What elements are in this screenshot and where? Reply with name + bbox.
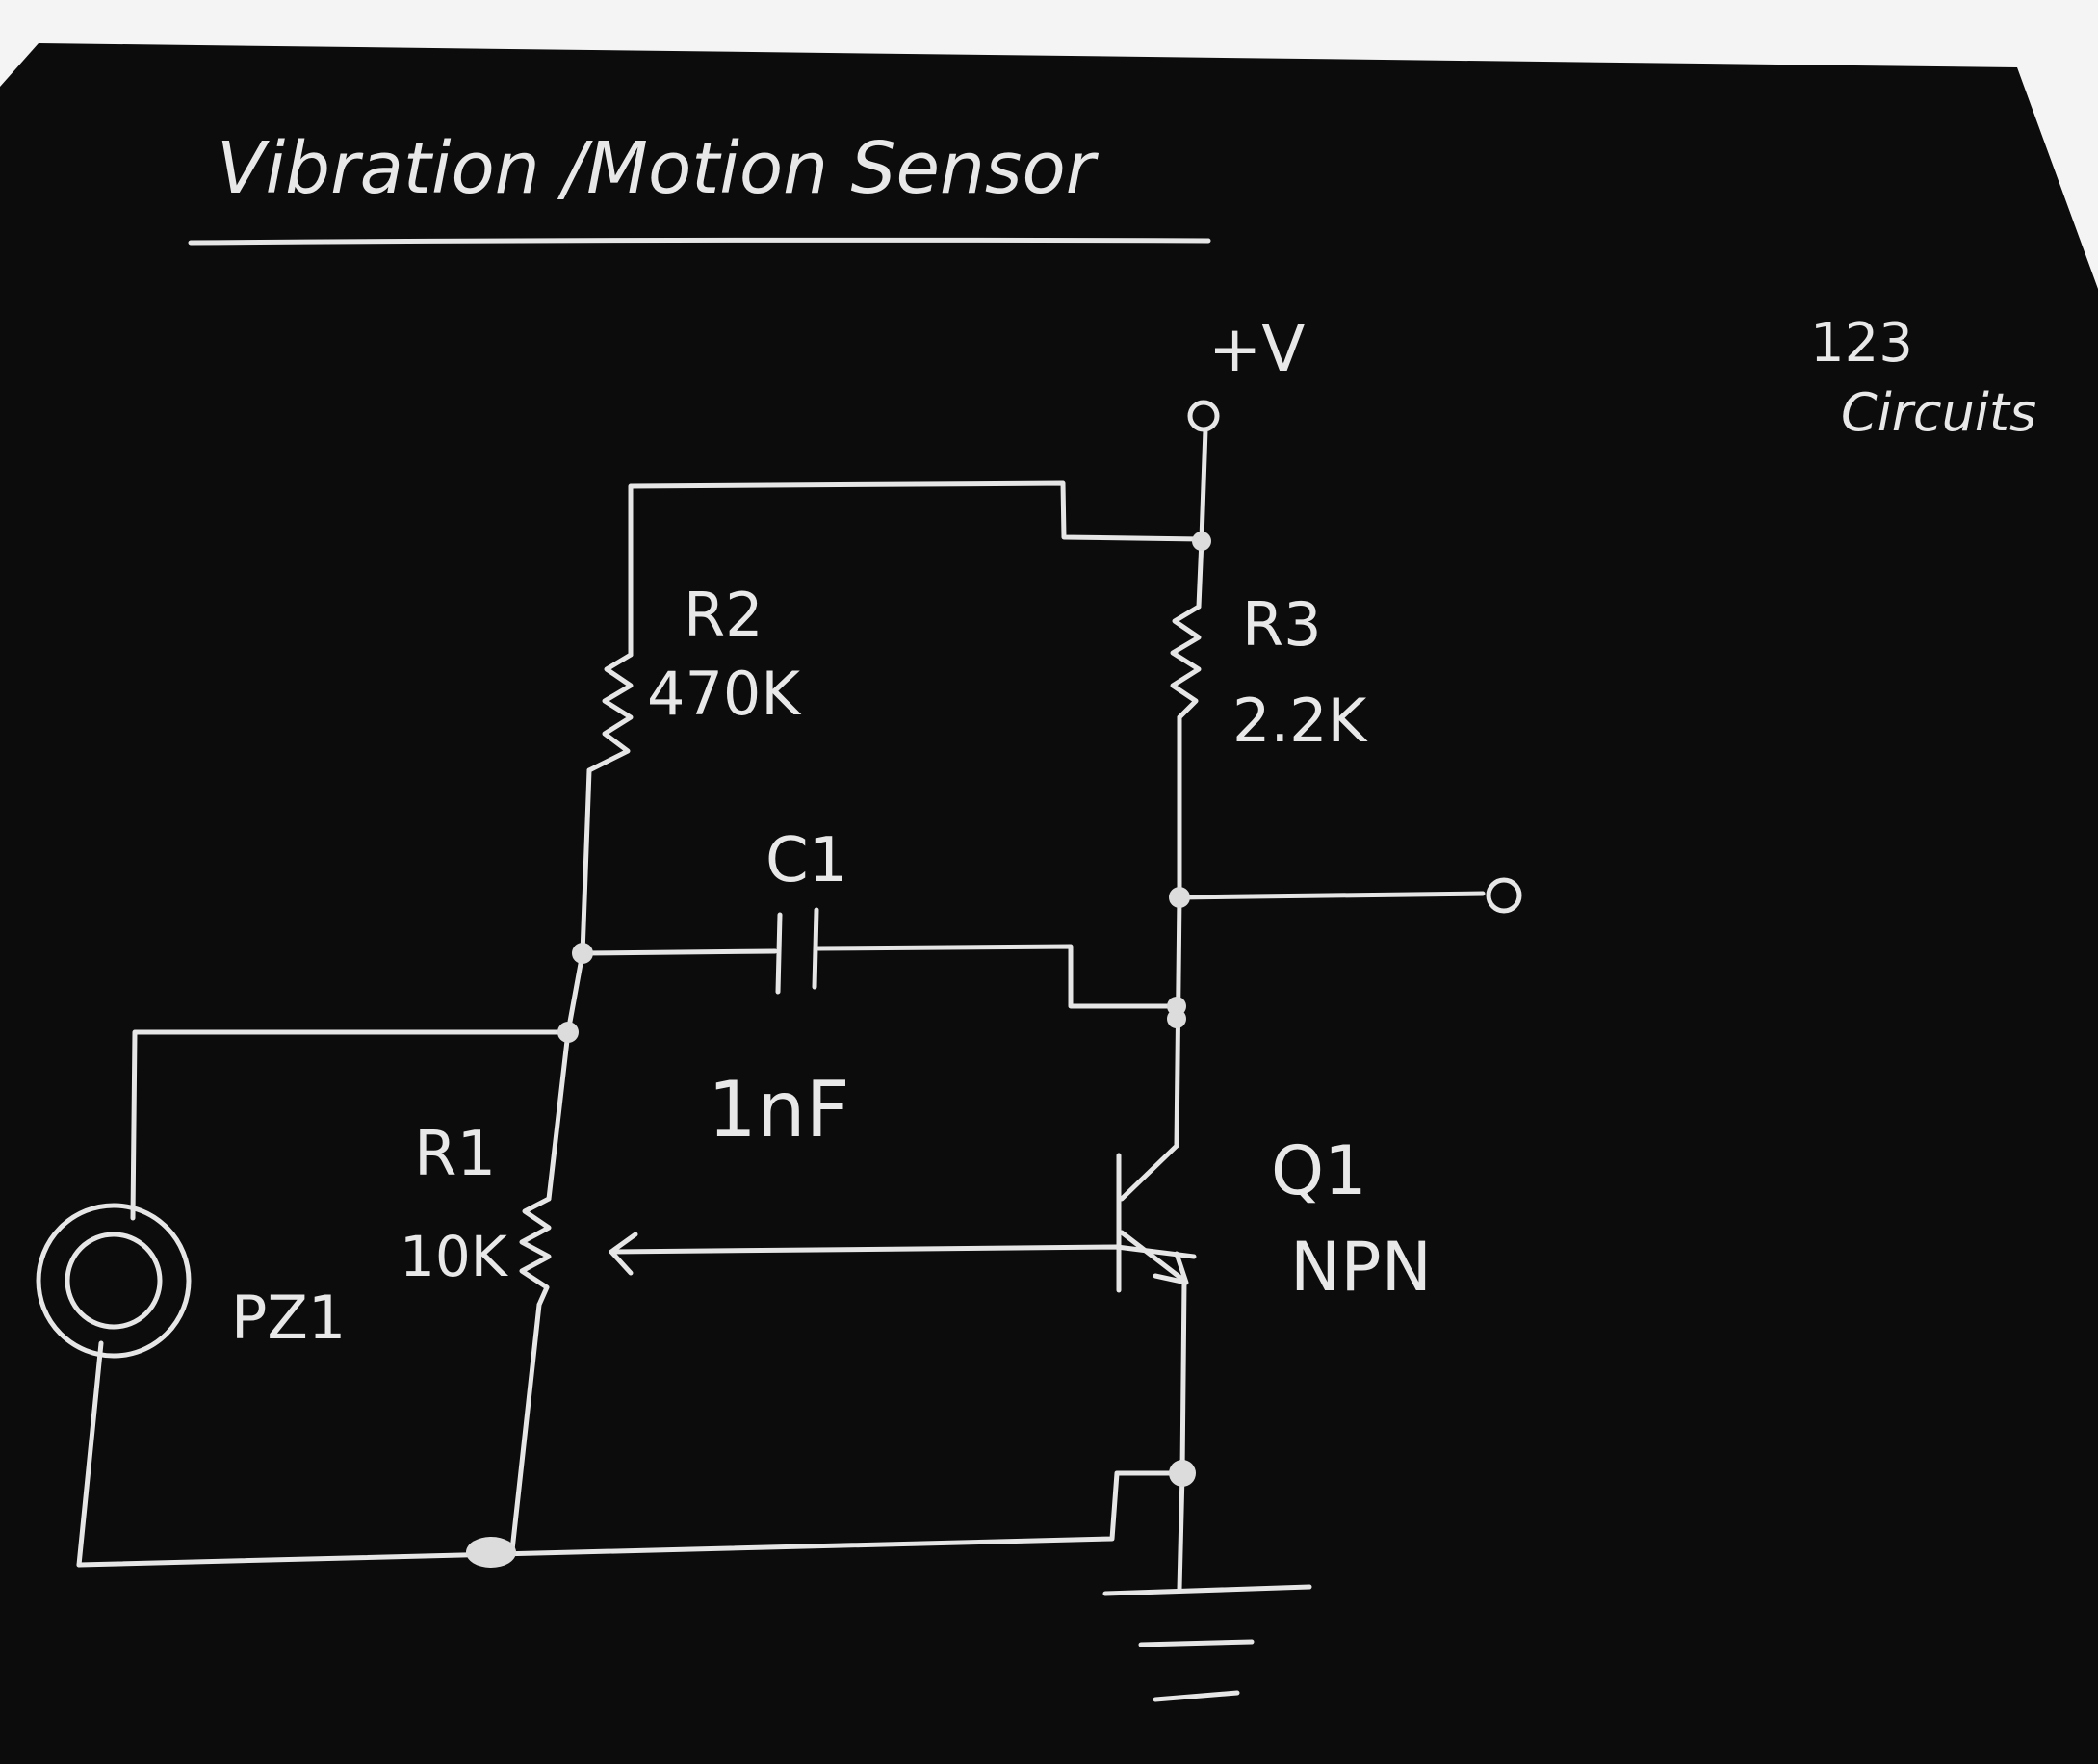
wire-ground-rail xyxy=(76,1470,1185,1568)
r2-value: 470K xyxy=(647,659,801,729)
output-terminal xyxy=(1486,877,1522,914)
pz1-inner-disc xyxy=(65,1232,163,1330)
q1-transistor-symbol xyxy=(1116,1143,1189,1293)
wires xyxy=(76,427,1522,1592)
pz1-outer-ring xyxy=(36,1203,192,1359)
wire-c1-left xyxy=(580,948,778,956)
supply-label: +V xyxy=(1208,312,1305,386)
q1-name: Q1 xyxy=(1271,1131,1367,1210)
wire-supply-down xyxy=(1199,427,1208,542)
r2-resistor-symbol xyxy=(586,652,634,773)
chalkboard xyxy=(0,43,2098,1764)
wire-r1-bottom xyxy=(509,1302,542,1553)
wire-c1-right xyxy=(816,944,1179,1009)
c1-name: C1 xyxy=(765,825,847,896)
wire-output xyxy=(1177,891,1486,900)
c1-capacitor-symbol xyxy=(775,907,819,995)
wire-wiper-arrow xyxy=(609,1232,638,1276)
title: Vibration /Motion Sensor xyxy=(217,127,1100,210)
wire-r1-top xyxy=(546,1029,571,1202)
wire-pz-bottom xyxy=(76,1340,104,1568)
wire-ground-down xyxy=(1177,1470,1185,1592)
c1-value: 1nF xyxy=(708,1065,850,1154)
r1-name: R1 xyxy=(414,1119,496,1190)
wire-pz-top xyxy=(130,1029,571,1221)
r1-potentiometer-symbol xyxy=(519,1196,552,1308)
wire-base-down xyxy=(565,950,585,1035)
r1-value: 10K xyxy=(400,1224,509,1289)
ground-symbol xyxy=(1102,1584,1312,1702)
wire-top-rail xyxy=(628,480,1204,658)
wire-emitter-down xyxy=(1179,1278,1187,1476)
title-underline xyxy=(188,237,1211,246)
pz1-name: PZ1 xyxy=(231,1283,346,1353)
junction-dots xyxy=(466,532,1211,1568)
brand-line1: 123 xyxy=(1810,312,1913,375)
q1-type: NPN xyxy=(1290,1228,1432,1307)
r3-resistor-symbol xyxy=(1170,604,1202,720)
r3-value: 2.2K xyxy=(1232,686,1368,756)
wire-r2-bottom xyxy=(580,767,592,956)
r2-name: R2 xyxy=(684,580,764,650)
brand-line2: Circuits xyxy=(1841,382,2036,443)
r3-name: R3 xyxy=(1242,589,1322,660)
